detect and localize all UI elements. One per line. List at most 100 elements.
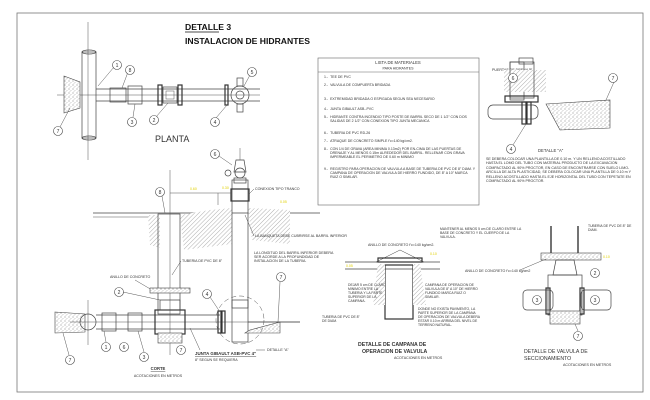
detail-a-view: PUERTAS DE DRENAJE 6 7 4 DETALLE "A" SE …: [486, 57, 631, 183]
svg-text:1: 1: [116, 63, 119, 69]
valve-bell-view: ANILLO DE CONCRETO f'c=140 kg/cm2. 0.10 …: [322, 243, 480, 360]
svg-text:4: 4: [510, 147, 513, 153]
svg-text:4: 4: [206, 292, 209, 298]
bell-concrete-ring-note: ANILLO DE CONCRETO f'c=140 kg/cm2.: [368, 243, 434, 247]
materials-item: 2.-VALVULA DE COMPUERTA BRIDADA: [324, 83, 390, 87]
materials-item: 3.-EXTREMIDAD BRIDADA O ESPIGADA SEGUN S…: [324, 97, 435, 101]
valve-callout-7: [573, 331, 583, 341]
clearance-note: DEJAR 5 cm DE CLARO MINIMO ENTRE LA TUBE…: [348, 283, 386, 303]
materials-item-text: TUBERIA DE PVC RD-26: [330, 131, 371, 135]
svg-text:3: 3: [143, 355, 146, 361]
section-callout-6: [210, 149, 220, 159]
dim-label: 0.60: [190, 187, 197, 191]
valve-concrete-ring-note: ANILLO DE CONCRETO f'c=140 kg/cm2: [465, 269, 530, 273]
svg-text:5: 5: [251, 70, 254, 76]
materials-subheading: PARA HIDRANTES: [382, 67, 414, 71]
svg-text:7: 7: [57, 129, 60, 135]
materials-item-text: HIDRANTE CONTRA INCENDIO TIPO POSTE DE B…: [330, 115, 467, 124]
bell-pvc-note: TUBERIA DE PVC DE 8" DE DIAM.: [322, 315, 360, 323]
plan-callout-3: [127, 117, 137, 127]
section-label: CORTE: [151, 366, 166, 371]
svg-text:8: 8: [129, 68, 132, 74]
materials-item-text: EXTREMIDAD BRIDADA O ESPIGADA SEGUN SEA …: [330, 97, 435, 101]
bell-operation-note: CAMPANA DE OPERACION DE VALVULA DE 8" A …: [425, 283, 478, 299]
materials-item: 6.-TUBERIA DE PVC RD-26: [324, 131, 371, 135]
valve-title-1: DETALLE DE VALVULA DE: [524, 349, 588, 355]
dim-label: 0.05: [346, 264, 353, 268]
svg-text:7: 7: [577, 334, 580, 340]
plan-label: PLANTA: [155, 134, 189, 144]
valve-title-2: SECCIONAMIENTO: [524, 356, 571, 362]
concrete-ring-note: ANILLO DE CONCRETO: [110, 275, 150, 279]
no-pavement-note: DONDE NO EXISTA PAVIMENTO, LA PARTE SUPE…: [418, 307, 480, 327]
materials-item-number: 7.-: [324, 139, 329, 143]
materials-item: 1.-TEE DE PVC: [324, 75, 351, 79]
sheet-border: [16, 12, 644, 393]
materials-item-text: ATRAQUE DE CONCRETO SIMPLE f'c=140 kg/cm…: [330, 139, 413, 143]
dim-label: 0.10: [603, 255, 610, 259]
clearance-valve-note: MANTENER AL MENOS 5 cm DE CLARO ENTRE LA…: [440, 227, 522, 239]
materials-item-number: 8.-: [324, 147, 329, 151]
materials-item-text: JUNTA GIBAULT ASB.-PVC: [330, 107, 374, 111]
materials-box: [317, 57, 480, 206]
tranco-connection-label: CONEXION TIPO TRANCO: [255, 187, 300, 191]
detail-a-callout-6: [508, 73, 518, 83]
materials-item-number: 1.-: [324, 75, 329, 79]
pvc-pipe-note: TUBERIA DE PVC DE 8": [182, 259, 223, 263]
svg-text:3: 3: [536, 298, 539, 304]
barrel-length-note: LA LONGITUD DEL BARRIL INFERIOR DEBERA S…: [254, 251, 334, 264]
section-callout-1: [101, 342, 111, 352]
svg-text:7: 7: [69, 358, 72, 364]
materials-item-text: CON 1/4 DE GRAVA (AREA MINIMA 0.13m2) PO…: [330, 147, 465, 160]
bell-title-2: OPERACION DE VALVULA: [362, 349, 427, 355]
plan-thrust-block: [63, 75, 81, 114]
svg-text:7: 7: [180, 348, 183, 354]
plan-callout-7: [53, 126, 63, 136]
section-callout-7: [276, 272, 286, 282]
plan-callout-1: [112, 60, 122, 70]
plan-callout-2: [149, 115, 159, 125]
svg-text:7: 7: [280, 275, 283, 281]
section-callout-8: [155, 187, 165, 197]
gibault-sublabel: 8" SEGUN SE REQUIERA: [195, 358, 238, 362]
banqueta-note: LA BANQUETA DEBE CUBRIRSE AL BARRIL INFE…: [255, 234, 347, 238]
valve-pvc-note: TUBERIA DE PVC DE 8" DE DIAM.: [588, 224, 632, 232]
materials-item: 8.-CON 1/4 DE GRAVA (AREA MINIMA 0.13m2)…: [324, 147, 465, 160]
svg-text:2: 2: [594, 271, 597, 277]
svg-text:2: 2: [153, 118, 156, 124]
materials-item-number: 3.-: [324, 97, 329, 101]
detail-a-callout-7: [608, 73, 618, 83]
materials-item: 4.-JUNTA GIBAULT ASB.-PVC: [324, 107, 374, 111]
materials-item: 7.-ATRAQUE DE CONCRETO SIMPLE f'c=140 kg…: [324, 139, 413, 143]
svg-text:6: 6: [512, 76, 515, 82]
detail-a-circle: [215, 295, 265, 345]
materials-item-number: 5.-: [324, 115, 329, 119]
materials-item-number: 6.-: [324, 131, 329, 135]
section-units: ACOTACIONES EN METROS: [134, 374, 183, 378]
materials-item: 9.-REGISTRO PARA OPERACION DE VALVULA A …: [324, 167, 476, 180]
detail-a-callout-label: DETALLE "A": [267, 348, 289, 352]
materials-list: LISTA DE MATERIALES PARA HIDRANTES 1.-TE…: [317, 57, 480, 206]
drawing-subtitle: INSTALACION DE HIDRANTES: [185, 36, 310, 46]
bell-title-1: DETALLE DE CAMPANA DE: [358, 342, 427, 348]
svg-text:1: 1: [105, 345, 108, 351]
materials-item-text: TEE DE PVC: [330, 75, 351, 79]
materials-item-text: REGISTRO PARA OPERACION DE VALVULA A BAS…: [330, 167, 476, 180]
detail-a-label: DETALLE "A": [538, 148, 564, 153]
dim-label: 0.10: [430, 252, 437, 256]
materials-item-number: 2.-: [324, 83, 329, 87]
section-callout-4: [202, 289, 212, 299]
isolation-valve-view: MANTENER AL MENOS 5 cm DE CLARO ENTRE LA…: [440, 224, 632, 367]
section-callout-6b: [119, 342, 129, 352]
svg-text:6: 6: [214, 152, 217, 158]
gibault-label: JUNTA GIBAULT ASB-PVC 4": [195, 351, 256, 356]
section-view: 0.60 0.30 0.05 CONEXION TIPO TRANCO 6 8 …: [54, 148, 347, 378]
svg-text:3: 3: [594, 298, 597, 304]
bell-units: ACOTACIONES EN METROS: [394, 356, 443, 360]
svg-text:7: 7: [612, 76, 615, 82]
materials-heading: LISTA DE MATERIALES: [375, 60, 421, 65]
plan-callout-5: [247, 67, 257, 77]
valve-units: ACOTACIONES EN METROS: [563, 363, 612, 367]
materials-item: 5.-HIDRANTE CONTRA INCENDIO TIPO POSTE D…: [324, 115, 467, 124]
